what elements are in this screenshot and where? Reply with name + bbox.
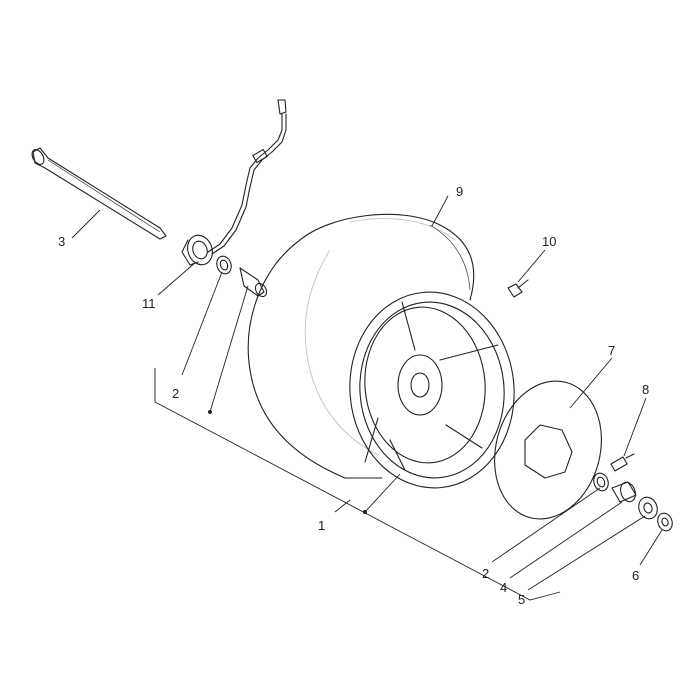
callout-2-left: 2 xyxy=(172,386,179,401)
nut-part-6 xyxy=(657,512,673,532)
spacer-tube xyxy=(239,267,268,298)
callout-8: 8 xyxy=(642,382,649,397)
callout-9: 9 xyxy=(456,184,463,199)
callout-3: 3 xyxy=(58,234,65,249)
axle-part-3 xyxy=(31,147,167,240)
washer-part-5 xyxy=(638,496,658,520)
bearing-left-part-2 xyxy=(216,255,232,275)
tyre-part-9 xyxy=(247,213,475,479)
callout-2-right: 2 xyxy=(482,566,489,581)
wheel-rim-part-1 xyxy=(349,291,515,489)
bolt-part-8 xyxy=(610,453,635,472)
speedometer-cable xyxy=(207,99,287,255)
assembly-bracket xyxy=(154,368,561,601)
callout-4: 4 xyxy=(500,580,507,595)
callout-labels: 1 2 2 3 4 5 6 7 8 9 10 11 xyxy=(58,184,649,607)
callout-6: 6 xyxy=(632,568,639,583)
callout-7: 7 xyxy=(608,343,615,358)
brake-disc-part-7 xyxy=(494,380,602,520)
callout-1: 1 xyxy=(318,518,325,533)
callout-11: 11 xyxy=(142,296,156,311)
bearing-right-part-2 xyxy=(593,472,609,492)
spacer-part-4 xyxy=(611,481,637,503)
bolt-part-10 xyxy=(507,279,529,298)
callout-10: 10 xyxy=(542,234,556,249)
leader-lines xyxy=(71,195,663,591)
callout-5: 5 xyxy=(518,592,525,607)
